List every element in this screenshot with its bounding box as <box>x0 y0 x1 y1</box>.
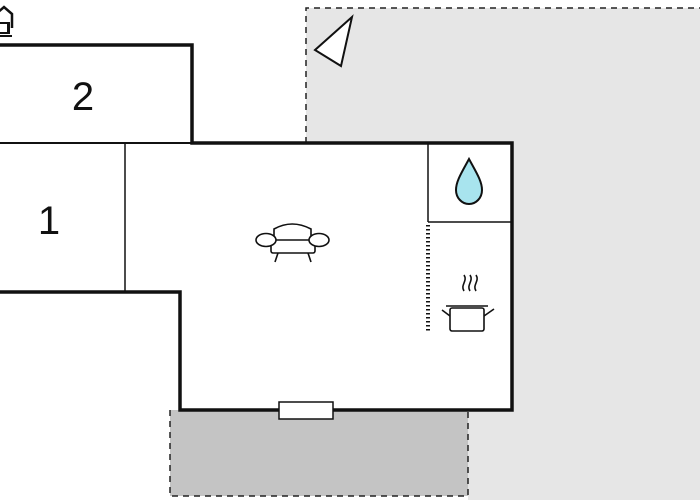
north-arrow-icon <box>313 14 354 68</box>
garden-area <box>306 8 700 500</box>
house-icon <box>0 5 14 37</box>
room-label-2: 2 <box>72 75 94 119</box>
terrace-door[interactable] <box>278 401 334 420</box>
cooking-pot-icon <box>441 274 495 332</box>
terrace-boundary <box>169 410 469 497</box>
garden-boundary <box>305 7 700 143</box>
sofa-icon <box>255 223 330 263</box>
water-drop-icon <box>454 156 484 206</box>
outer-wall <box>0 43 514 412</box>
terrace-area <box>170 410 468 496</box>
interior-floor <box>0 45 512 410</box>
room-label-1: 1 <box>38 199 60 243</box>
